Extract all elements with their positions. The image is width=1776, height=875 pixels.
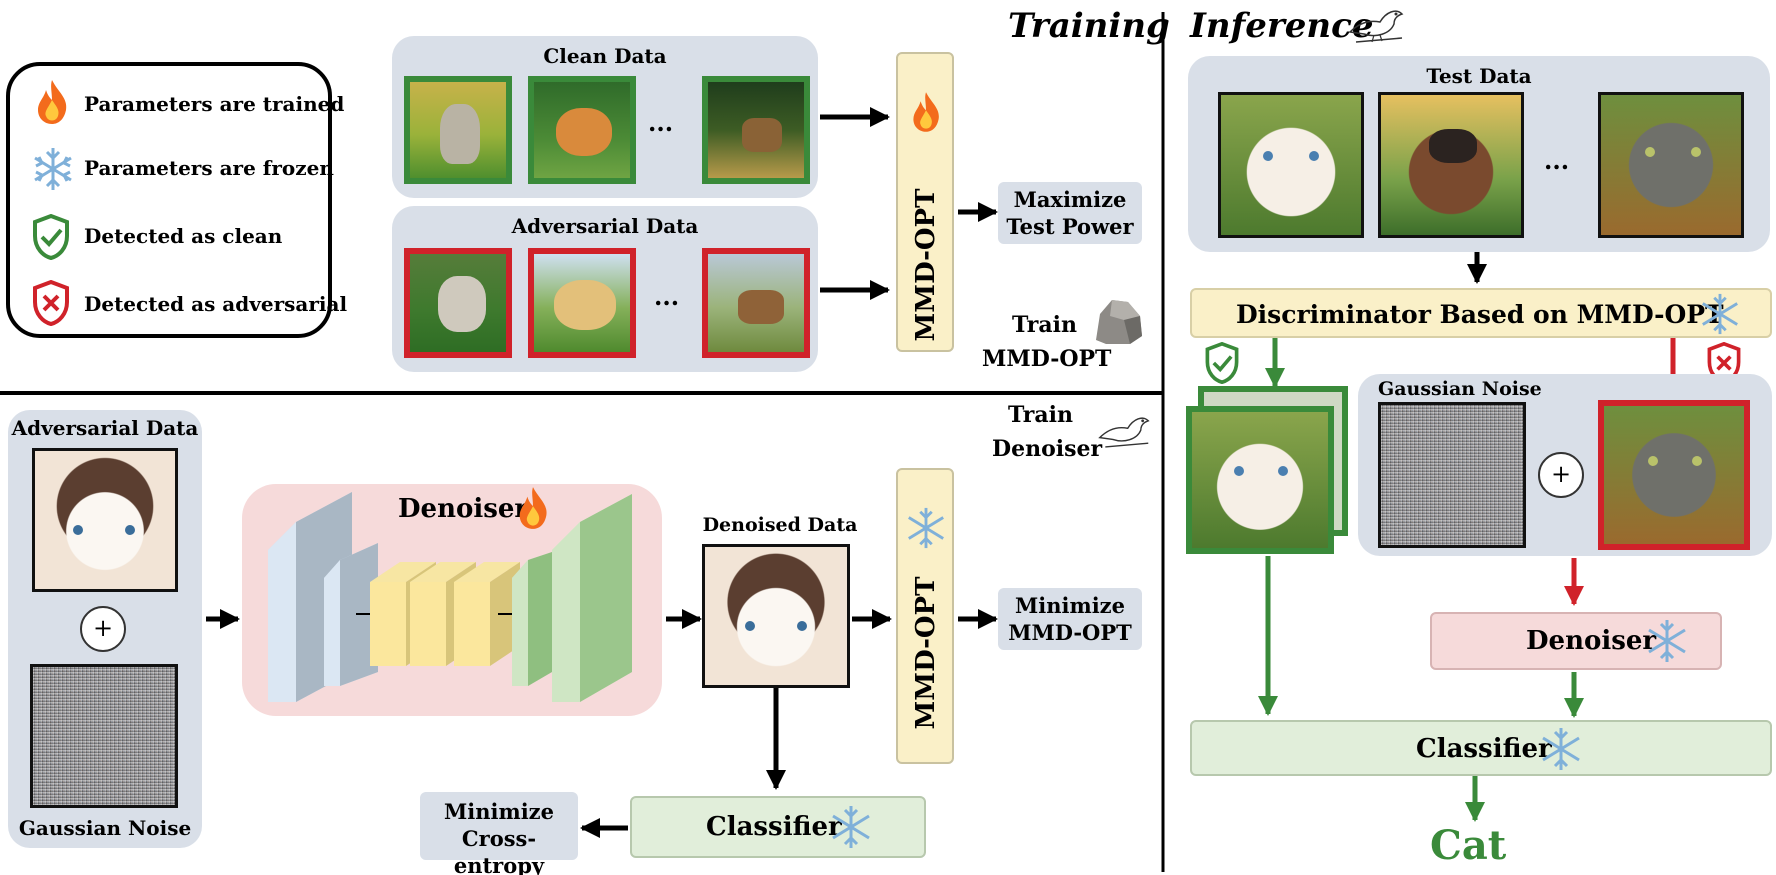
green-shield-check-icon <box>32 214 70 260</box>
snowflake-icon <box>30 146 76 192</box>
legend-box: Parameters are trained Parameters are fr… <box>6 62 347 338</box>
train-denoiser-label-2: Denoiser <box>992 436 1103 462</box>
inference-plus-circle: + <box>1538 452 1584 498</box>
snowflake-icon <box>828 804 874 850</box>
denoised-ragdoll-image <box>702 544 850 688</box>
minimize-ce-line1: Minimize <box>444 799 554 824</box>
clean-data-label: Clean Data <box>543 44 667 68</box>
test-siamese-image <box>1378 92 1524 238</box>
clean-ragdoll-image <box>1186 406 1334 554</box>
legend-trained-label: Parameters are trained <box>84 92 345 116</box>
denoised-data-label: Denoised Data <box>702 514 858 536</box>
plus-circle: + <box>80 606 126 652</box>
training-title: Training <box>1008 6 1170 46</box>
test-mainecoon-image <box>1598 92 1744 238</box>
minimize-mmd-opt-box: Minimize MMD-OPT <box>998 588 1142 650</box>
adversarial-data-label: Adversarial Data <box>511 214 699 238</box>
flame-icon <box>32 78 72 126</box>
train-denoiser-label-1: Train <box>1008 402 1073 428</box>
test-ellipsis: ... <box>1544 146 1570 175</box>
legend-clean-label: Detected as clean <box>84 224 283 248</box>
adversarial-ellipsis: ... <box>654 282 680 311</box>
rock-icon <box>1096 300 1142 344</box>
gaussian-noise-image <box>30 664 178 808</box>
adversarial-cat-image <box>404 248 512 358</box>
snowflake-icon <box>1644 618 1690 664</box>
clean-cat-image <box>404 76 512 184</box>
minimize-cross-entropy-box: Minimize Cross-entropy <box>420 792 578 875</box>
plus-symbol: + <box>92 614 114 642</box>
minimize-mmd-line1: Minimize <box>1015 593 1125 618</box>
inference-output-label: Cat <box>1430 822 1507 869</box>
inference-denoiser-label: Denoiser <box>1526 626 1657 656</box>
discriminator-box: Discriminator Based on MMD-OPT <box>1190 288 1772 338</box>
mmd-opt-training-box: MMD-OPT <box>896 52 954 352</box>
adversarial-deer-image <box>702 248 810 358</box>
test-data-label: Test Data <box>1426 64 1532 88</box>
minimize-ce-line2: Cross-entropy <box>453 826 545 875</box>
maximize-line2: Test Power <box>1006 214 1134 239</box>
inference-denoiser-box: Denoiser <box>1430 612 1722 670</box>
flame-icon <box>908 90 944 134</box>
legend-adversarial-label: Detected as adversarial <box>84 292 348 316</box>
train-mmd-opt-label-1: Train <box>1012 312 1077 338</box>
minimize-mmd-line2: MMD-OPT <box>1008 620 1132 645</box>
adversarial-dog-image <box>528 248 636 358</box>
mmd-opt-denoiser-box: MMD-OPT <box>896 468 954 764</box>
inference-title: Inference <box>1190 6 1374 46</box>
green-shield-check-icon <box>1204 342 1240 384</box>
classifier-training-label: Classifier <box>706 812 842 842</box>
unet-blocks <box>268 492 632 702</box>
bird-sketch-icon <box>1348 10 1404 43</box>
inference-classifier-label: Classifier <box>1416 734 1552 764</box>
snowflake-icon <box>904 506 948 550</box>
classifier-training-box: Classifier <box>630 796 926 858</box>
train-mmd-opt-label-2: MMD-OPT <box>982 346 1112 372</box>
clean-corgi-image <box>528 76 636 184</box>
clean-ellipsis: ... <box>648 108 674 137</box>
inference-adversarial-mainecoon-image <box>1598 400 1750 550</box>
snowflake-icon <box>1538 726 1584 772</box>
maximize-test-power-box: Maximize Test Power <box>998 182 1142 244</box>
legend-frozen-label: Parameters are frozen <box>84 156 334 180</box>
maximize-line1: Maximize <box>1013 187 1127 212</box>
inference-plus-symbol: + <box>1550 460 1572 488</box>
flame-icon <box>514 484 552 532</box>
inference-gaussian-noise-image <box>1378 402 1526 548</box>
inference-classifier-box: Classifier <box>1190 720 1772 776</box>
red-shield-x-icon <box>32 280 70 326</box>
denoiser-adversarial-label: Adversarial Data <box>11 416 199 440</box>
adversarial-ragdoll-image <box>32 448 178 592</box>
mmd-opt-training-label: MMD-OPT <box>911 188 941 342</box>
test-ragdoll-image <box>1218 92 1364 238</box>
mmd-opt-denoiser-label: MMD-OPT <box>911 576 941 730</box>
snowflake-icon <box>1698 292 1742 336</box>
clean-deer-image <box>702 76 810 184</box>
inference-gaussian-noise-label: Gaussian Noise <box>1378 378 1542 400</box>
discriminator-label: Discriminator Based on MMD-OPT <box>1236 300 1724 329</box>
denoiser-gaussian-noise-label: Gaussian Noise <box>18 816 192 840</box>
denoiser-label: Denoiser <box>398 494 529 524</box>
bird-sketch-icon <box>1098 417 1150 448</box>
